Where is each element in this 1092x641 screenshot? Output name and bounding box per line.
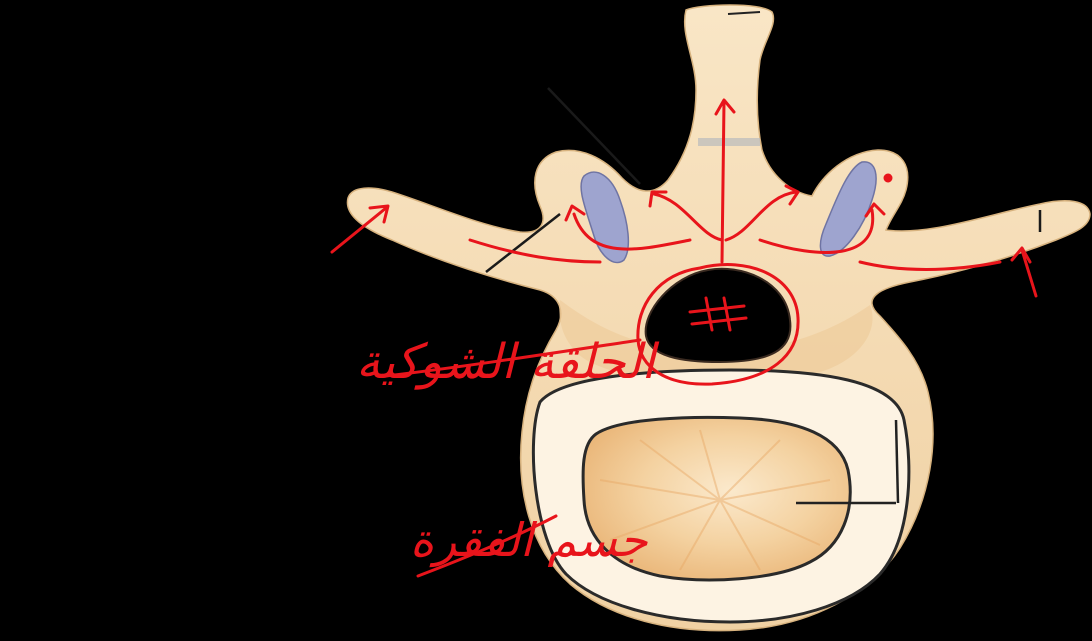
vertebral-body-label: جسم الفقرة — [410, 513, 648, 568]
foramen-label: الحلقة الشوكية — [356, 334, 659, 390]
vertebral-body — [533, 370, 909, 622]
spinous-process-band — [698, 138, 760, 146]
arrow-right-transverse-process — [1012, 248, 1036, 296]
right-facet-dot — [885, 175, 891, 181]
